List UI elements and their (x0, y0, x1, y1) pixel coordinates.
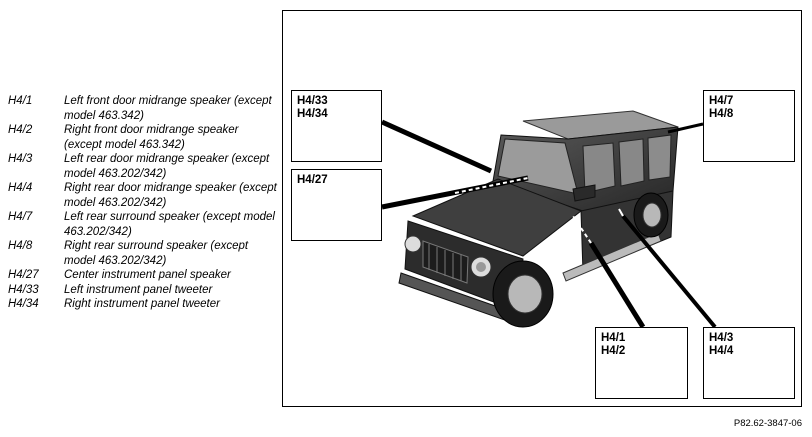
figure-reference: P82.62-3847-06 (733, 418, 802, 429)
vehicle (398, 110, 679, 328)
leader-lines (380, 119, 717, 329)
callout-center-speaker: H4/27 (291, 169, 382, 241)
vehicle-illustration (314, 110, 790, 387)
